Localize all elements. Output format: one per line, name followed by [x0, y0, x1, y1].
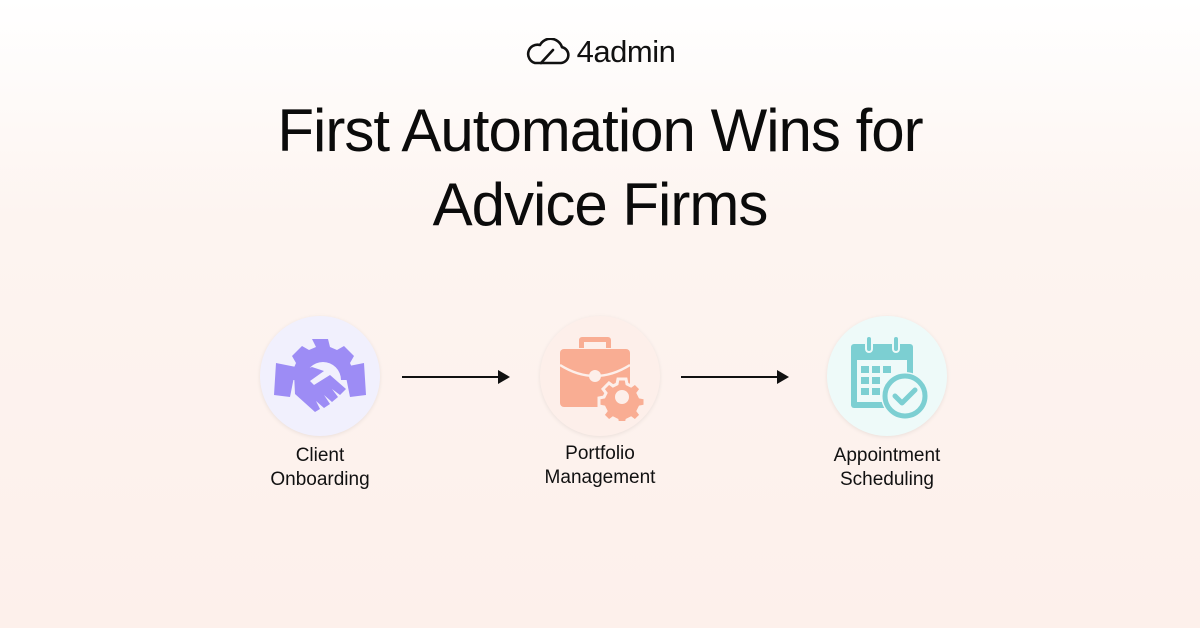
arrow-right-icon — [681, 370, 789, 384]
logo-text: 4admin — [576, 34, 676, 69]
title-line-2: Advice Firms — [432, 171, 769, 238]
brand-logo: 4admin — [0, 36, 1200, 67]
title-line-1: First Automation Wins for — [277, 97, 923, 164]
step-label: Client Onboarding — [230, 444, 410, 492]
cloud-icon — [526, 37, 570, 64]
calendar-check-icon — [851, 335, 929, 420]
icon-circle — [827, 316, 947, 436]
step-appointment-scheduling: Appointment Scheduling — [797, 316, 977, 492]
step-label: Portfolio Management — [510, 442, 690, 490]
icon-circle — [540, 316, 660, 436]
step-label-line-1: Appointment — [833, 445, 941, 466]
arrow-right-icon — [402, 370, 510, 384]
step-label-line-2: Management — [544, 467, 656, 488]
step-client-onboarding: Client Onboarding — [230, 316, 410, 492]
step-label-line-1: Client — [295, 445, 345, 466]
step-label-line-1: Portfolio — [565, 443, 635, 464]
step-label-line-2: Scheduling — [839, 469, 935, 490]
icon-circle — [260, 316, 380, 436]
step-label: Appointment Scheduling — [797, 444, 977, 492]
step-label-line-2: Onboarding — [270, 469, 370, 490]
step-portfolio-management: Portfolio Management — [510, 316, 690, 490]
briefcase-gear-icon — [559, 337, 647, 421]
page-title: First Automation Wins for Advice Firms — [0, 94, 1200, 242]
handshake-gear-icon — [274, 339, 366, 412]
